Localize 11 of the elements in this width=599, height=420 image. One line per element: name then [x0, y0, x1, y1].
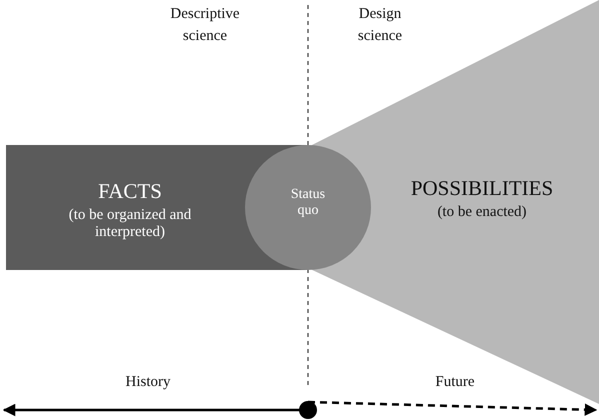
node-subtitle: (to be organized and interpreted) — [68, 207, 192, 242]
node-title: POSSIBILITIES — [410, 176, 554, 200]
node-title: FACTS — [97, 179, 163, 204]
column-heading: Design science — [356, 5, 404, 46]
period-label: History — [124, 373, 172, 392]
column-heading: Descriptive science — [169, 5, 241, 46]
timeline-arrow — [308, 400, 598, 416]
node-title: Status quo — [290, 187, 326, 220]
timeline-arrow — [2, 404, 300, 416]
period-label: Future — [434, 373, 476, 392]
node-subtitle: (to be enacted) — [436, 204, 528, 222]
